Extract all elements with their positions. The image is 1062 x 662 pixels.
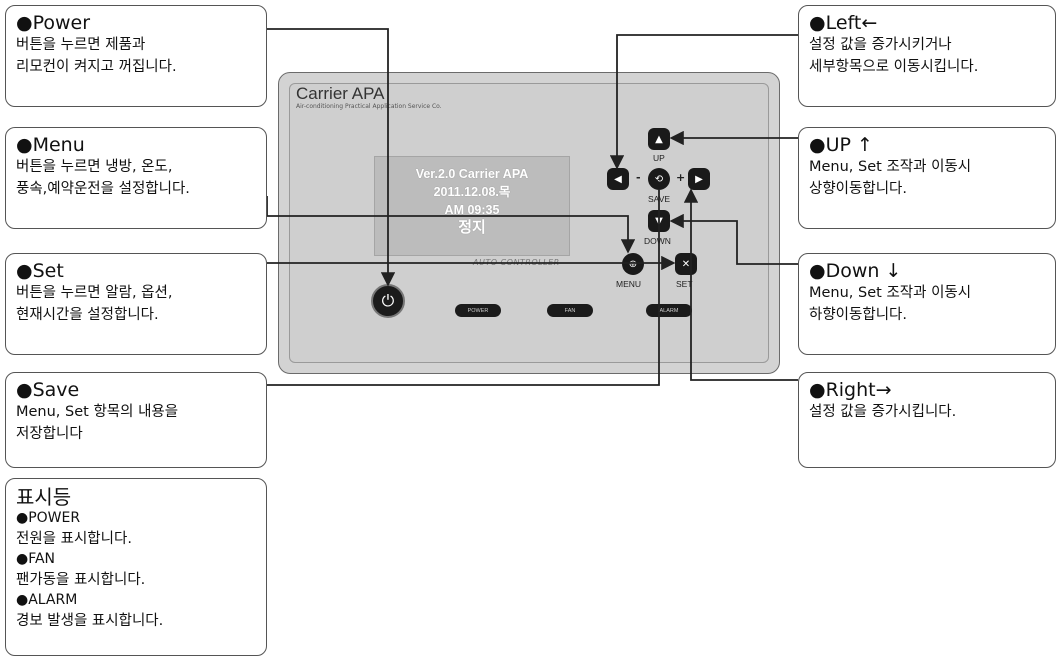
indicator-callout: 표시등 ●POWER 전원을 표시합니다. ●FAN 팬가동을 표시합니다. ●… xyxy=(5,478,267,656)
right-arrow-icon: ▶ xyxy=(695,173,703,185)
menu-button[interactable]: ⊕ xyxy=(622,253,644,275)
power-icon: ⏻ xyxy=(381,291,395,310)
up-callout-desc: Menu, Set 조작과 이동시 상향이동합니다. xyxy=(809,159,972,197)
power-callout-desc: 버튼을 누르면 제품과 리모컨이 켜지고 꺼집니다. xyxy=(16,37,177,75)
menu-callout-title: ●Menu xyxy=(16,134,85,156)
left-leader xyxy=(609,34,798,170)
up-callout-title: ●UP ↑ xyxy=(809,134,873,156)
brand-logo: Carrier APA xyxy=(296,84,385,103)
set-callout: ●Set 버튼을 누르면 알람, 옵션, 현재시간을 설정합니다. xyxy=(5,253,267,355)
power-leader xyxy=(267,28,396,287)
menu-label: MENU xyxy=(616,279,642,289)
up-button[interactable]: ▲ xyxy=(648,128,670,150)
left-callout-title: ●Left← xyxy=(809,12,878,34)
controller-panel xyxy=(278,72,780,374)
left-callout-desc: 설정 값을 증가시키거나 세부항목으로 이동시킵니다. xyxy=(809,37,979,75)
right-callout: ●Right→ 설정 값을 증가시킵니다. xyxy=(798,372,1056,468)
indicator-title: 표시등 xyxy=(16,485,72,509)
indicator-alarm-name: ●ALARM xyxy=(16,592,78,608)
set-label: SET xyxy=(676,279,693,289)
menu-leader xyxy=(266,196,636,254)
power-callout-title: ●Power xyxy=(16,12,91,34)
right-callout-desc: 설정 값을 증가시킵니다. xyxy=(809,404,957,420)
indicator-fan-name: ●FAN xyxy=(16,551,56,567)
up-callout: ●UP ↑ Menu, Set 조작과 이동시 상향이동합니다. xyxy=(798,127,1056,229)
right-callout-title: ●Right→ xyxy=(809,379,892,401)
left-button[interactable]: ◀ xyxy=(607,168,629,190)
indicator-fan-desc: 팬가동을 표시합니다. xyxy=(16,572,146,588)
set-callout-desc: 버튼을 누르면 알람, 옵션, 현재시간을 설정합니다. xyxy=(16,285,173,323)
indicator-power-desc: 전원을 표시합니다. xyxy=(16,531,132,547)
power-button[interactable]: ⏻ xyxy=(371,284,405,318)
save-callout-desc: Menu, Set 항목의 내용을 저장합니다 xyxy=(16,404,179,442)
alarm-lamp: ALARM xyxy=(646,304,692,317)
save-leader xyxy=(267,190,660,386)
up-arrow-icon: ▲ xyxy=(655,133,663,145)
left-callout: ●Left← 설정 값을 증가시키거나 세부항목으로 이동시킵니다. xyxy=(798,5,1056,107)
lcd-line-3: AM 09:35 xyxy=(444,203,500,217)
right-leader xyxy=(683,188,798,381)
refresh-icon: ⟲ xyxy=(654,173,664,185)
left-arrow-icon: ◀ xyxy=(614,173,622,185)
down-callout: ●Down ↓ Menu, Set 조작과 이동시 하향이동합니다. xyxy=(798,253,1056,355)
down-callout-title: ●Down ↓ xyxy=(809,260,902,282)
plus-label: + xyxy=(676,171,686,184)
menu-callout: ●Menu 버튼을 누르면 냉방, 온도, 풍속,예약운전을 설정합니다. xyxy=(5,127,267,229)
down-leader xyxy=(669,213,798,265)
fan-lamp: FAN xyxy=(547,304,593,317)
lcd-line-4: 정지 xyxy=(458,219,486,236)
tools-icon: ✕ xyxy=(681,258,691,270)
indicator-alarm-desc: 경보 발생을 표시합니다. xyxy=(16,613,164,629)
lcd-line-2: 2011.12.08.목 xyxy=(433,185,511,199)
lcd-display: Ver.2.0 Carrier APA 2011.12.08.목 AM 09:3… xyxy=(374,156,570,256)
power-callout: ●Power 버튼을 누르면 제품과 리모컨이 켜지고 꺼집니다. xyxy=(5,5,267,107)
menu-icon: ⊕ xyxy=(628,258,638,270)
power-lamp: POWER xyxy=(455,304,501,317)
save-callout-title: ●Save xyxy=(16,379,80,401)
lcd-line-1: Ver.2.0 Carrier APA xyxy=(415,167,529,181)
up-label: UP xyxy=(653,153,665,163)
save-button[interactable]: ⟲ xyxy=(648,168,670,190)
save-callout: ●Save Menu, Set 항목의 내용을 저장합니다 xyxy=(5,372,267,468)
down-label: DOWN xyxy=(644,236,671,246)
down-callout-desc: Menu, Set 조작과 이동시 하향이동합니다. xyxy=(809,285,972,323)
set-callout-title: ●Set xyxy=(16,260,64,282)
brand-subtitle: Air-conditioning Practical Application S… xyxy=(296,103,442,110)
right-button[interactable]: ▶ xyxy=(688,168,710,190)
indicator-power-name: ●POWER xyxy=(16,510,81,526)
minus-label: - xyxy=(636,171,641,184)
menu-callout-desc: 버튼을 누르면 냉방, 온도, 풍속,예약운전을 설정합니다. xyxy=(16,159,190,197)
